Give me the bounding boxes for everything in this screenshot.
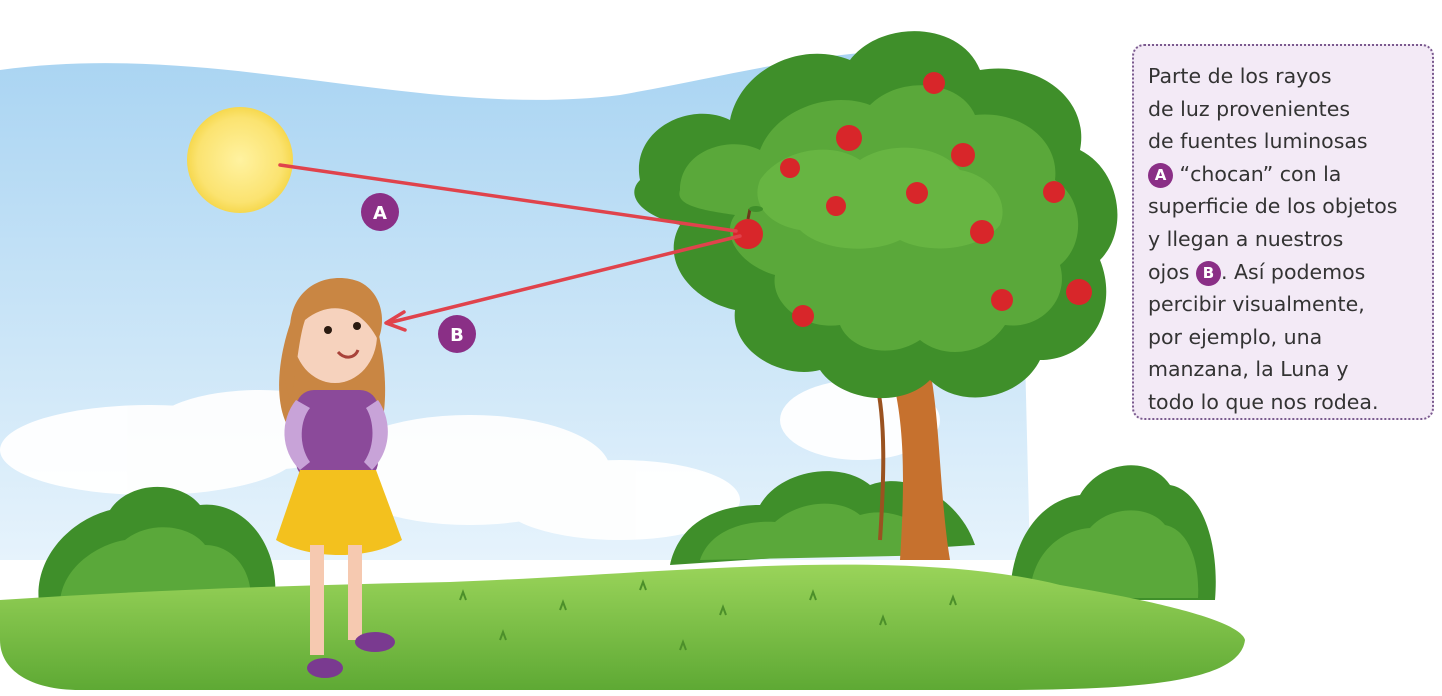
bush-right — [1010, 465, 1216, 600]
badge-a: A — [361, 193, 399, 231]
info-line-1: Parte de los rayos — [1148, 60, 1424, 93]
badge-b-label: B — [450, 325, 464, 346]
info-line-3: de fuentes luminosas — [1148, 125, 1424, 158]
badge-b: B — [438, 315, 476, 353]
info-line-6: y llegan a nuestros — [1148, 223, 1424, 256]
info-line-10: manzana, la Luna y — [1148, 353, 1424, 386]
info-line-2: de luz provenientes — [1148, 93, 1424, 126]
inline-badge-a: A — [1148, 163, 1173, 188]
info-line-7-pre: ojos — [1148, 260, 1196, 284]
inline-badge-b: B — [1196, 261, 1221, 286]
info-line-9: por ejemplo, una — [1148, 321, 1424, 354]
info-line-7-post: . Así podemos — [1221, 260, 1365, 284]
info-line-4-text: “chocan” con la — [1173, 162, 1341, 186]
sun — [187, 107, 293, 213]
info-line-7: ojos B. Así podemos — [1148, 256, 1424, 289]
info-line-8: percibir visualmente, — [1148, 288, 1424, 321]
info-box: Parte de los rayos de luz provenientes d… — [1132, 44, 1434, 420]
info-line-4: A “chocan” con la — [1148, 158, 1424, 191]
badge-a-label: A — [373, 203, 387, 224]
info-line-11: todo lo que nos rodea. — [1148, 386, 1424, 419]
info-line-5: superficie de los objetos — [1148, 190, 1424, 223]
